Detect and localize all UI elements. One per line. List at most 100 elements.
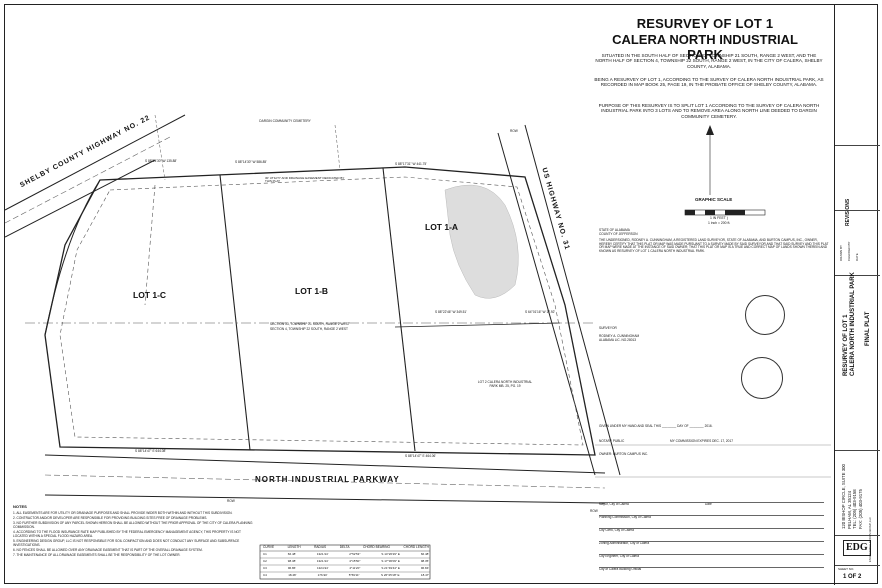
table-cell: S 26°45'18" E <box>381 573 400 577</box>
table-cell: 5°59'11" <box>348 573 360 577</box>
surveyor-seal <box>745 295 785 335</box>
parkway-centerline <box>44 474 606 489</box>
lot-1b-label: LOT 1-B <box>295 286 329 296</box>
cemetery-area <box>444 184 519 299</box>
note-item: 2. CONTRACTOR AND/OR DEVELOPER ARE RESPO… <box>13 515 208 520</box>
note-item: 4. ACCORDING TO THE FLOOD INSURANCE RATE… <box>13 530 241 538</box>
west-curve <box>44 179 101 336</box>
graphic-scale-bar <box>684 209 766 216</box>
tb-logo-box: EDG ENGINEERING DESIGN GROUP, LLC <box>835 517 880 564</box>
curve-col-delta: DELTA <box>339 545 350 549</box>
tb-project-name: RESURVEY OF LOT 1 CALERA NORTH INDUSTRIA… <box>843 272 857 376</box>
section-south-label: SECTION 4, TOWNSHIP 22 SOUTH, RANGE 2 WE… <box>270 327 348 331</box>
sheet-no-label: SHEET NO. <box>838 567 855 571</box>
hwy22-edge-south <box>5 159 156 238</box>
tb-date: DATE <box>855 253 859 261</box>
bearing-south-1: S 88°14'47" E 644.08' <box>135 449 166 453</box>
sheet-no: 1 OF 2 <box>843 574 862 580</box>
sig-line <box>599 567 824 568</box>
note-item: 6. NO FENCES SHALL BE ALLOWED OVER ANY D… <box>13 547 203 552</box>
surveyor-name: RODNEY A. CUNNINGHAM ALABAMA LIC. NO.280… <box>599 334 640 342</box>
parkway-edge-south <box>44 494 606 504</box>
table-cell: 66.48' <box>420 552 429 556</box>
us31-edge-east <box>524 124 621 476</box>
surveyor-certificate: THE UNDERSIGNED, RODNEY A. CUNNINGHAM, A… <box>599 238 829 254</box>
calera-park-label: LOT 2 CALERA NORTH INDUSTRIAL PARK MB. 2… <box>477 380 533 388</box>
table-cell: 98.35' <box>420 559 429 563</box>
table-cell: 18.47' <box>420 573 429 577</box>
lot-boundary <box>44 166 596 456</box>
setback-line <box>59 176 584 446</box>
cemetery-label: DARGIN COMMUNITY CEMETERY <box>259 119 311 123</box>
commission-expires: MY COMMISSION EXPIRES DEC. 17, 2017 <box>670 439 734 443</box>
sig-line <box>599 515 824 516</box>
hwy22-edge-north <box>5 114 186 211</box>
row-label-2: ROW <box>590 509 598 513</box>
tb-address-box: 120 BISHOP CIRCLE, SUITE 300 PELHAM, AL … <box>835 450 880 531</box>
lot-1c-label: LOT 1-C <box>133 290 167 300</box>
title-block: REVISIONS DRAWN BY CHECKED BY DATE RESUR… <box>834 5 880 585</box>
bearing-south-2: S 88°14'47" E 464.06' <box>405 454 436 458</box>
note-item: 5. ENGINEERING DESIGN GROUP, LLC IS NOT … <box>13 539 240 547</box>
table-cell: 1324.94' <box>316 566 329 570</box>
curve-table-grid <box>259 544 431 580</box>
bearing-north-2: S 88°14'30" W 586.85' <box>235 160 267 164</box>
plat-sheet: RESURVEY OF LOT 1 CALERA NORTH INDUSTRIA… <box>4 4 880 585</box>
table-cell: C1 <box>263 552 267 556</box>
title-line-2: CALERA NORTH INDUSTRIAL PARK <box>612 32 798 62</box>
date-label: Date <box>705 502 712 506</box>
bearing-north-1: S 88°14'30" W 135.88' <box>145 159 177 163</box>
curve-table-header: CURVE LENGTH RADIUS DELTA CHORD BEARING … <box>263 545 429 550</box>
curve-col-radius: RADIUS <box>314 545 327 549</box>
graphic-scale-title: GRAPHIC SCALE <box>695 197 733 202</box>
sig-line <box>599 554 824 555</box>
parkway-edge-north <box>44 454 606 474</box>
tb-address: 120 BISHOP CIRCLE, SUITE 300 PELHAM, AL … <box>841 464 863 529</box>
table-cell: C2 <box>263 559 267 563</box>
description-resurvey: BEING A RESURVEY OF LOT 1, ACCORDING TO … <box>594 77 824 88</box>
bearing-mid-2: S 64°01'16" W 17.92' <box>525 310 556 314</box>
table-cell: S 17°36'09" E <box>381 559 400 563</box>
lot-1a-label: LOT 1-A <box>425 222 459 232</box>
approval-building: City of Calera Building Official <box>599 567 642 571</box>
north-arrow <box>706 125 714 195</box>
tb-sheet-box: SHEET NO. 1 OF 2 <box>835 565 880 586</box>
table-cell: S 14°26'29" E <box>381 552 400 556</box>
sig-line <box>599 528 824 529</box>
lot-divider-bc <box>219 174 251 451</box>
plat-drawing <box>5 114 831 580</box>
cert-dividers <box>595 444 831 478</box>
notes-heading: NOTES <box>13 504 27 509</box>
table-cell: 18.48' <box>288 573 297 577</box>
table-cell: 4°15'50" <box>349 559 361 563</box>
section-north-label: SECTION 33, TOWNSHIP 21 SOUTH, RANGE 2 W… <box>270 322 350 326</box>
table-cell: C3 <box>263 566 267 570</box>
hwy22-centerline <box>5 136 171 224</box>
table-cell: S 21°49'44" E <box>381 566 400 570</box>
easement-label: 30' UTILITY AND DRAINAGE EASEMENT DEDICA… <box>265 176 345 184</box>
table-cell: 96.86' <box>287 566 296 570</box>
scale-unit: 1 IN FEET ) <box>710 216 728 220</box>
curve-col-curve: CURVE <box>263 545 275 549</box>
title-line-1: RESURVEY OF LOT 1 <box>636 16 774 31</box>
tb-revisions-box: REVISIONS <box>835 145 880 276</box>
company-name: ENGINEERING DESIGN GROUP, LLC <box>869 517 872 562</box>
tb-checked-by: CHECKED BY <box>847 241 851 261</box>
tb-sheet-type: FINAL PLAT <box>865 311 871 346</box>
parkway-label: NORTH INDUSTRIAL PARKWAY <box>255 475 400 484</box>
table-cell: 1321.94' <box>316 559 329 563</box>
approval-mayor: Mayor, City of Calera <box>599 502 629 506</box>
description-purpose: PURPOSE OF THIS RESURVEY IS TO SPLIT LOT… <box>598 103 820 119</box>
us31-edge-west <box>497 132 596 476</box>
north-parcel-line-2 <box>334 124 341 171</box>
table-cell: C4 <box>263 573 267 577</box>
curve-col-length: LENGTH <box>287 545 301 549</box>
state-heading: STATE OF ALABAMA COUNTY OF JEFFERSON <box>599 228 638 236</box>
table-cell: 1321.94' <box>316 552 329 556</box>
notes-block: NOTES 1. ALL EASEMENTS ARE FOR UTILITY O… <box>13 504 253 559</box>
tb-drawn-by: DRAWN BY <box>839 244 843 261</box>
notary-label: NOTARY PUBLIC <box>599 439 625 443</box>
